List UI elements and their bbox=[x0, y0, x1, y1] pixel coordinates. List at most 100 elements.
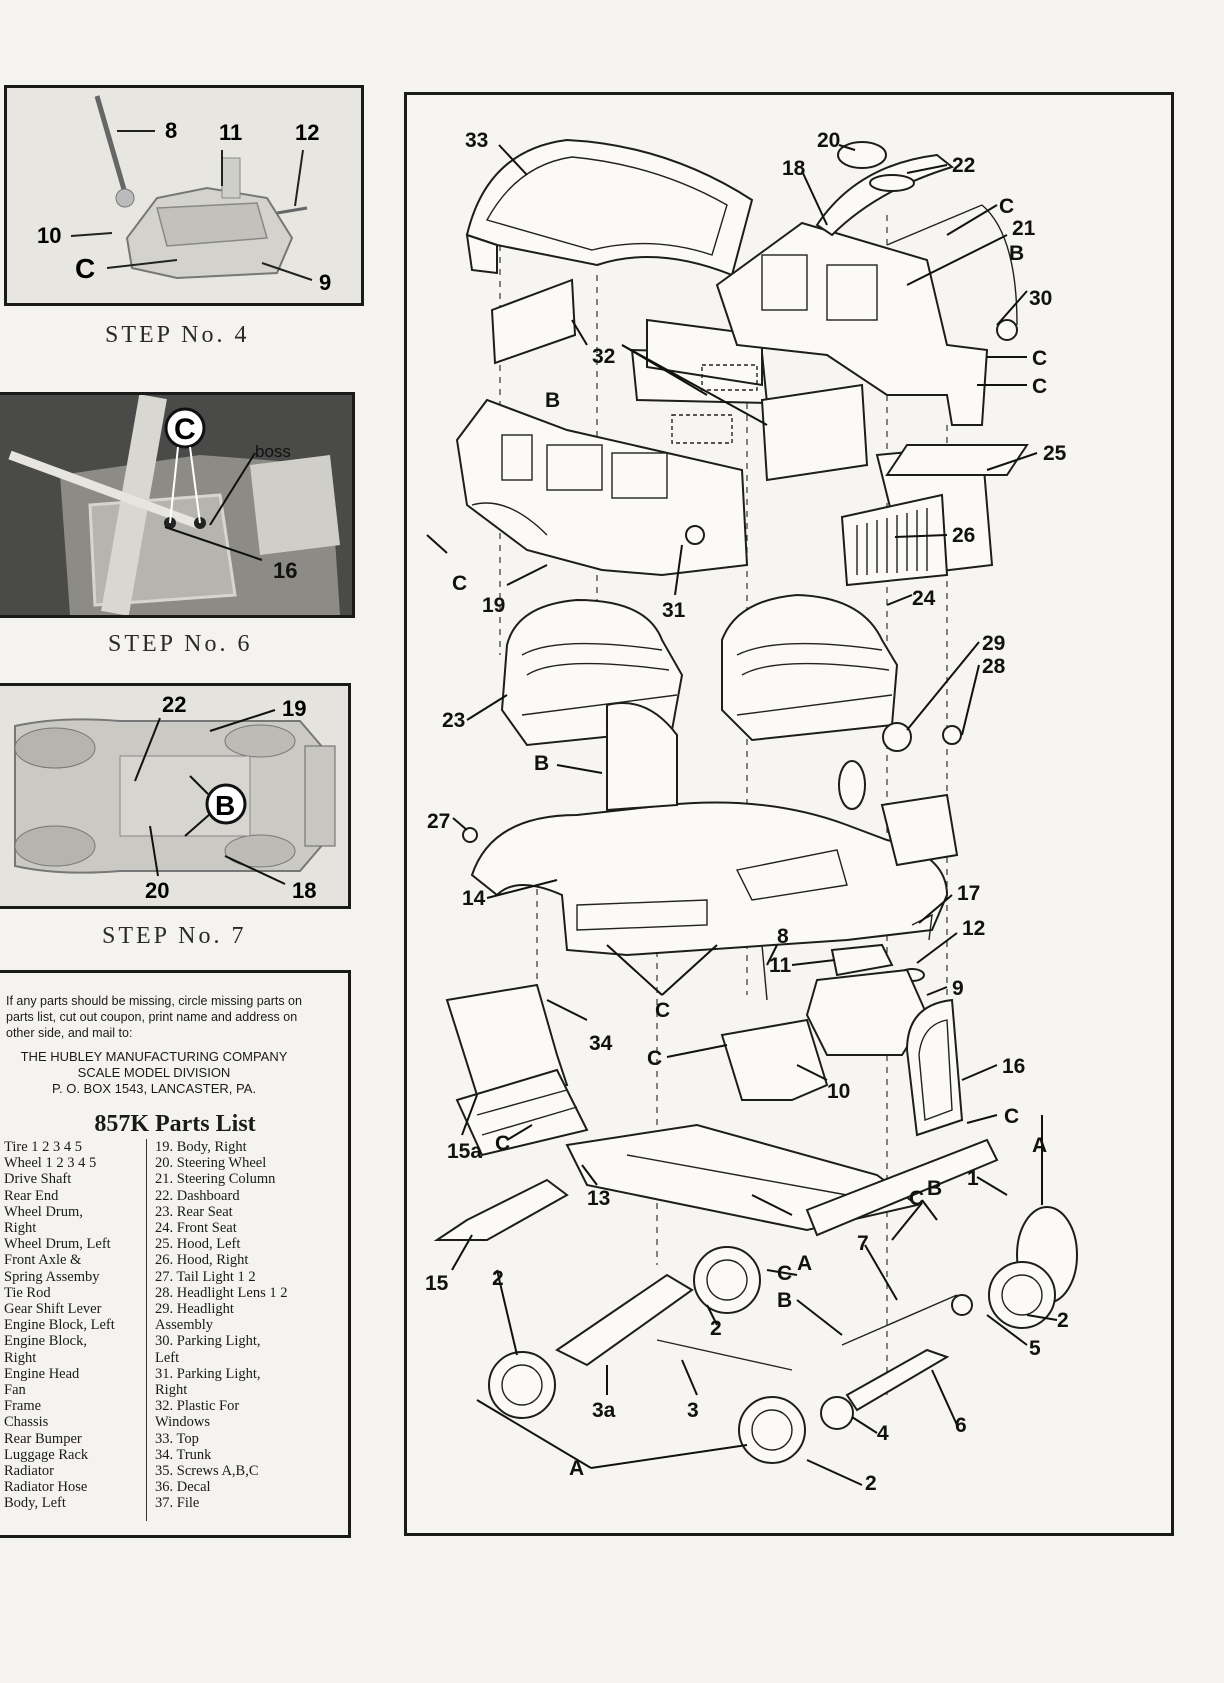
part-17-radiator-hose bbox=[911, 913, 933, 941]
callout-20: 20 bbox=[817, 129, 840, 152]
step6-callout-C: C bbox=[174, 413, 196, 446]
callout-3: 3 bbox=[687, 1399, 699, 1422]
po-box: P. O. BOX 1543, LANCASTER, PA. bbox=[52, 1081, 256, 1096]
parts-list-item: 29. Headlight bbox=[155, 1301, 234, 1318]
part-21-steering-column bbox=[886, 204, 1018, 326]
parts-list-item: 19. Body, Right bbox=[155, 1139, 247, 1155]
part-34-trunk bbox=[445, 983, 569, 1097]
parts-list-item: 37. File bbox=[155, 1495, 200, 1512]
callout-30: 30 bbox=[1029, 287, 1052, 310]
callout-12: 12 bbox=[962, 917, 985, 940]
parts-list-item: Right bbox=[155, 1382, 188, 1399]
callout-14: 14 bbox=[462, 887, 486, 910]
callout-32: 32 bbox=[592, 345, 615, 368]
parts-list-item: Radiator bbox=[4, 1463, 54, 1480]
callout-13: 13 bbox=[587, 1187, 610, 1210]
callout-34: 34 bbox=[589, 1032, 613, 1055]
diagram-callouts: 33 20 18 22 C 21 B 30 C C 32 B 25 26 C 1… bbox=[425, 129, 1069, 1495]
parts-list-item: Right bbox=[4, 1349, 37, 1366]
callout-10: 10 bbox=[827, 1080, 850, 1103]
part-19-body bbox=[455, 398, 749, 577]
parts-list-item: Right bbox=[4, 1220, 37, 1237]
part-10-engine-block-right bbox=[720, 1018, 829, 1101]
callout-C-8: C bbox=[495, 1132, 510, 1155]
parts-list-item: 35. Screws A,B,C bbox=[155, 1463, 259, 1480]
step7-callout-22: 22 bbox=[162, 692, 186, 717]
part-33-top bbox=[465, 138, 754, 277]
part-15a-luggage-rack bbox=[455, 1068, 589, 1157]
part-2-wheel-front-right bbox=[693, 1246, 761, 1314]
callout-28: 28 bbox=[982, 655, 1006, 678]
parts-list-item: Drive Shaft bbox=[4, 1171, 72, 1188]
parts-list-item: 21. Steering Column bbox=[155, 1171, 276, 1188]
callout-8: 8 bbox=[777, 925, 789, 948]
part-rear-bumper bbox=[805, 1138, 999, 1237]
parts-list-item: Luggage Rack bbox=[4, 1446, 89, 1463]
callout-3a: 3a bbox=[592, 1399, 616, 1422]
callout-C-1: C bbox=[999, 195, 1014, 218]
parts-list-item: Assembly bbox=[155, 1317, 213, 1334]
step-6-photo: C boss 16 bbox=[0, 392, 355, 618]
parts-list-item: 26. Hood, Right bbox=[155, 1252, 249, 1269]
parts-list-item: 24. Front Seat bbox=[155, 1220, 237, 1237]
callout-27: 27 bbox=[427, 810, 450, 833]
parts-list-item: Spring Assemby bbox=[4, 1268, 100, 1285]
callout-16: 16 bbox=[1002, 1055, 1025, 1078]
part-16-radiator bbox=[905, 998, 964, 1137]
parts-list-item: Rear Bumper bbox=[4, 1430, 82, 1447]
callout-C-9: C bbox=[909, 1187, 924, 1210]
callout-2-d: 2 bbox=[865, 1472, 877, 1495]
parts-list-item: Chassis bbox=[4, 1414, 49, 1431]
leader-lines bbox=[426, 144, 1058, 1486]
step7-callout-20: 20 bbox=[145, 878, 169, 903]
callout-A-1: A bbox=[1032, 1134, 1047, 1157]
callout-7: 7 bbox=[857, 1232, 869, 1255]
callout-C-4: C bbox=[452, 572, 467, 595]
parts-list-item: 20. Steering Wheel bbox=[155, 1155, 267, 1172]
callout-4: 4 bbox=[877, 1422, 889, 1445]
division-name: SCALE MODEL DIVISION bbox=[77, 1065, 231, 1080]
callout-B-1: B bbox=[1009, 242, 1024, 265]
part-32-window-sheets bbox=[490, 278, 869, 482]
parts-list-item: Body, Left bbox=[4, 1495, 66, 1512]
callout-23: 23 bbox=[442, 709, 465, 732]
exploded-assembly-drawing: 33 20 18 22 C 21 B 30 C C 32 B 25 26 C 1… bbox=[425, 129, 1078, 1495]
step-7-photo: 22 19 B 20 18 bbox=[0, 683, 351, 909]
callout-2-b: 2 bbox=[710, 1317, 722, 1340]
step4-callout-C: C bbox=[75, 253, 95, 284]
callout-C-2: C bbox=[1032, 347, 1047, 370]
callout-B-2: B bbox=[545, 389, 560, 412]
callout-19: 19 bbox=[482, 594, 505, 617]
part-18-body-rear bbox=[715, 221, 989, 426]
part-8-gear-shift-lever bbox=[761, 944, 768, 1001]
step4-callout-10: 10 bbox=[37, 223, 61, 248]
callout-9: 9 bbox=[952, 977, 964, 1000]
callout-22: 22 bbox=[952, 154, 975, 177]
parts-list-item: Left bbox=[155, 1349, 180, 1366]
part-2-wheel-front-left bbox=[488, 1351, 556, 1419]
step-6-illustration: C boss 16 bbox=[0, 395, 352, 615]
parts-list-item: Frame bbox=[4, 1398, 42, 1415]
coupon-notice: If any parts should be missing, circle m… bbox=[6, 994, 302, 1040]
part-3a-rear-end bbox=[555, 1273, 694, 1367]
part-30-parking-light bbox=[996, 319, 1018, 341]
callout-C-7: C bbox=[1004, 1105, 1019, 1128]
part-4-wheel-drum bbox=[820, 1396, 854, 1430]
parts-list-item: Gear Shift Lever bbox=[4, 1301, 102, 1318]
step7-callout-B: B bbox=[215, 790, 235, 821]
part-14-chassis bbox=[470, 702, 959, 957]
parts-list-item: 31. Parking Light, bbox=[155, 1365, 261, 1382]
parts-list-item: Engine Block, Left bbox=[4, 1317, 115, 1334]
callout-C-10: C bbox=[777, 1262, 792, 1285]
callout-B-5: B bbox=[777, 1289, 792, 1312]
callout-A-3: A bbox=[569, 1457, 584, 1480]
parts-list-item: Engine Block, bbox=[4, 1333, 87, 1350]
step4-callout-8: 8 bbox=[165, 118, 177, 143]
part-15-front-axle bbox=[433, 1178, 569, 1241]
callout-2-a: 2 bbox=[492, 1267, 504, 1290]
part-2-wheel-rear-right bbox=[988, 1261, 1056, 1329]
part-22-dashboard bbox=[815, 153, 955, 237]
callout-A-2: A bbox=[797, 1252, 812, 1275]
callout-18: 18 bbox=[782, 157, 806, 180]
